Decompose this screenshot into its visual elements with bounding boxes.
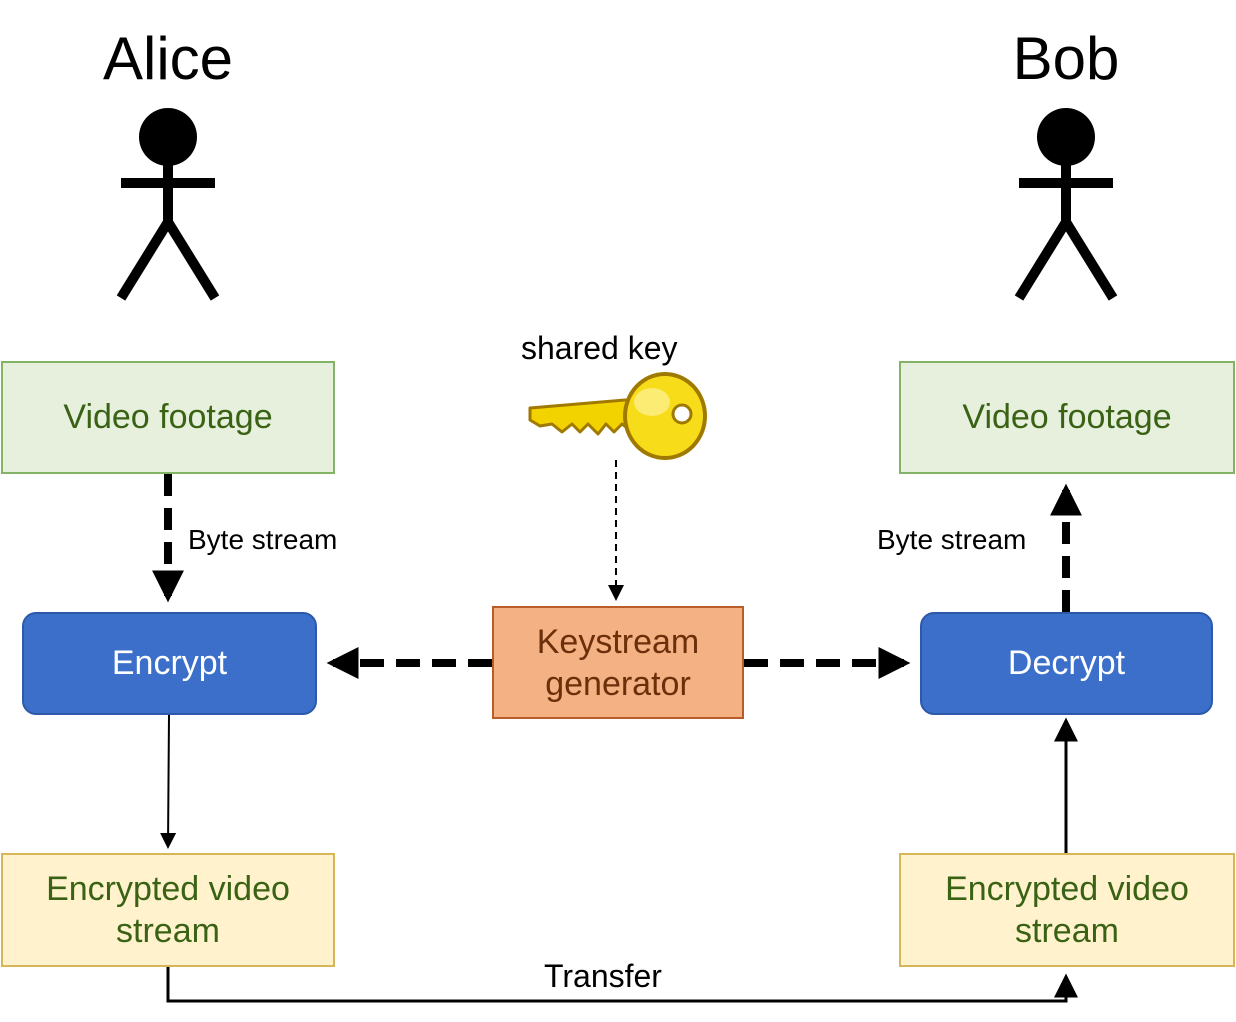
bob-video-footage-text: Video footage [962, 398, 1172, 436]
encrypt-node: Encrypt [22, 612, 317, 715]
bob-label: Bob [1012, 25, 1120, 92]
alice-figure-icon [116, 108, 220, 301]
encrypt-text: Encrypt [111, 644, 228, 682]
key-icon [528, 372, 707, 460]
bob-encrypted-stream-text: Encrypted video stream [945, 870, 1189, 950]
alice-video-footage-text: Video footage [63, 398, 273, 436]
keystream-generator-node: Keystream generator [492, 606, 744, 719]
bob-video-footage-node: Video footage [899, 361, 1235, 474]
alice-video-footage-node: Video footage [1, 361, 335, 474]
decrypt-text: Decrypt [1007, 644, 1126, 682]
encrypt-to-stream-arrow [160, 714, 177, 849]
left-byte-stream-label: Byte stream [188, 524, 338, 555]
transfer-label: Transfer [544, 958, 662, 994]
shared-key-label: shared key [521, 330, 678, 366]
decrypt-node: Decrypt [920, 612, 1213, 715]
right-byte-stream-label: Byte stream [877, 524, 1027, 555]
alice-encrypted-stream-text: Encrypted video stream [46, 870, 290, 950]
bob-encrypted-stream-node: Encrypted video stream [899, 853, 1235, 967]
keystream-generator-text: Keystream generator [536, 622, 700, 703]
bob-figure-icon [1014, 108, 1118, 301]
alice-encrypted-stream-node: Encrypted video stream [1, 853, 335, 967]
transfer-arrow [166, 967, 1078, 1003]
alice-label: Alice [102, 25, 234, 92]
